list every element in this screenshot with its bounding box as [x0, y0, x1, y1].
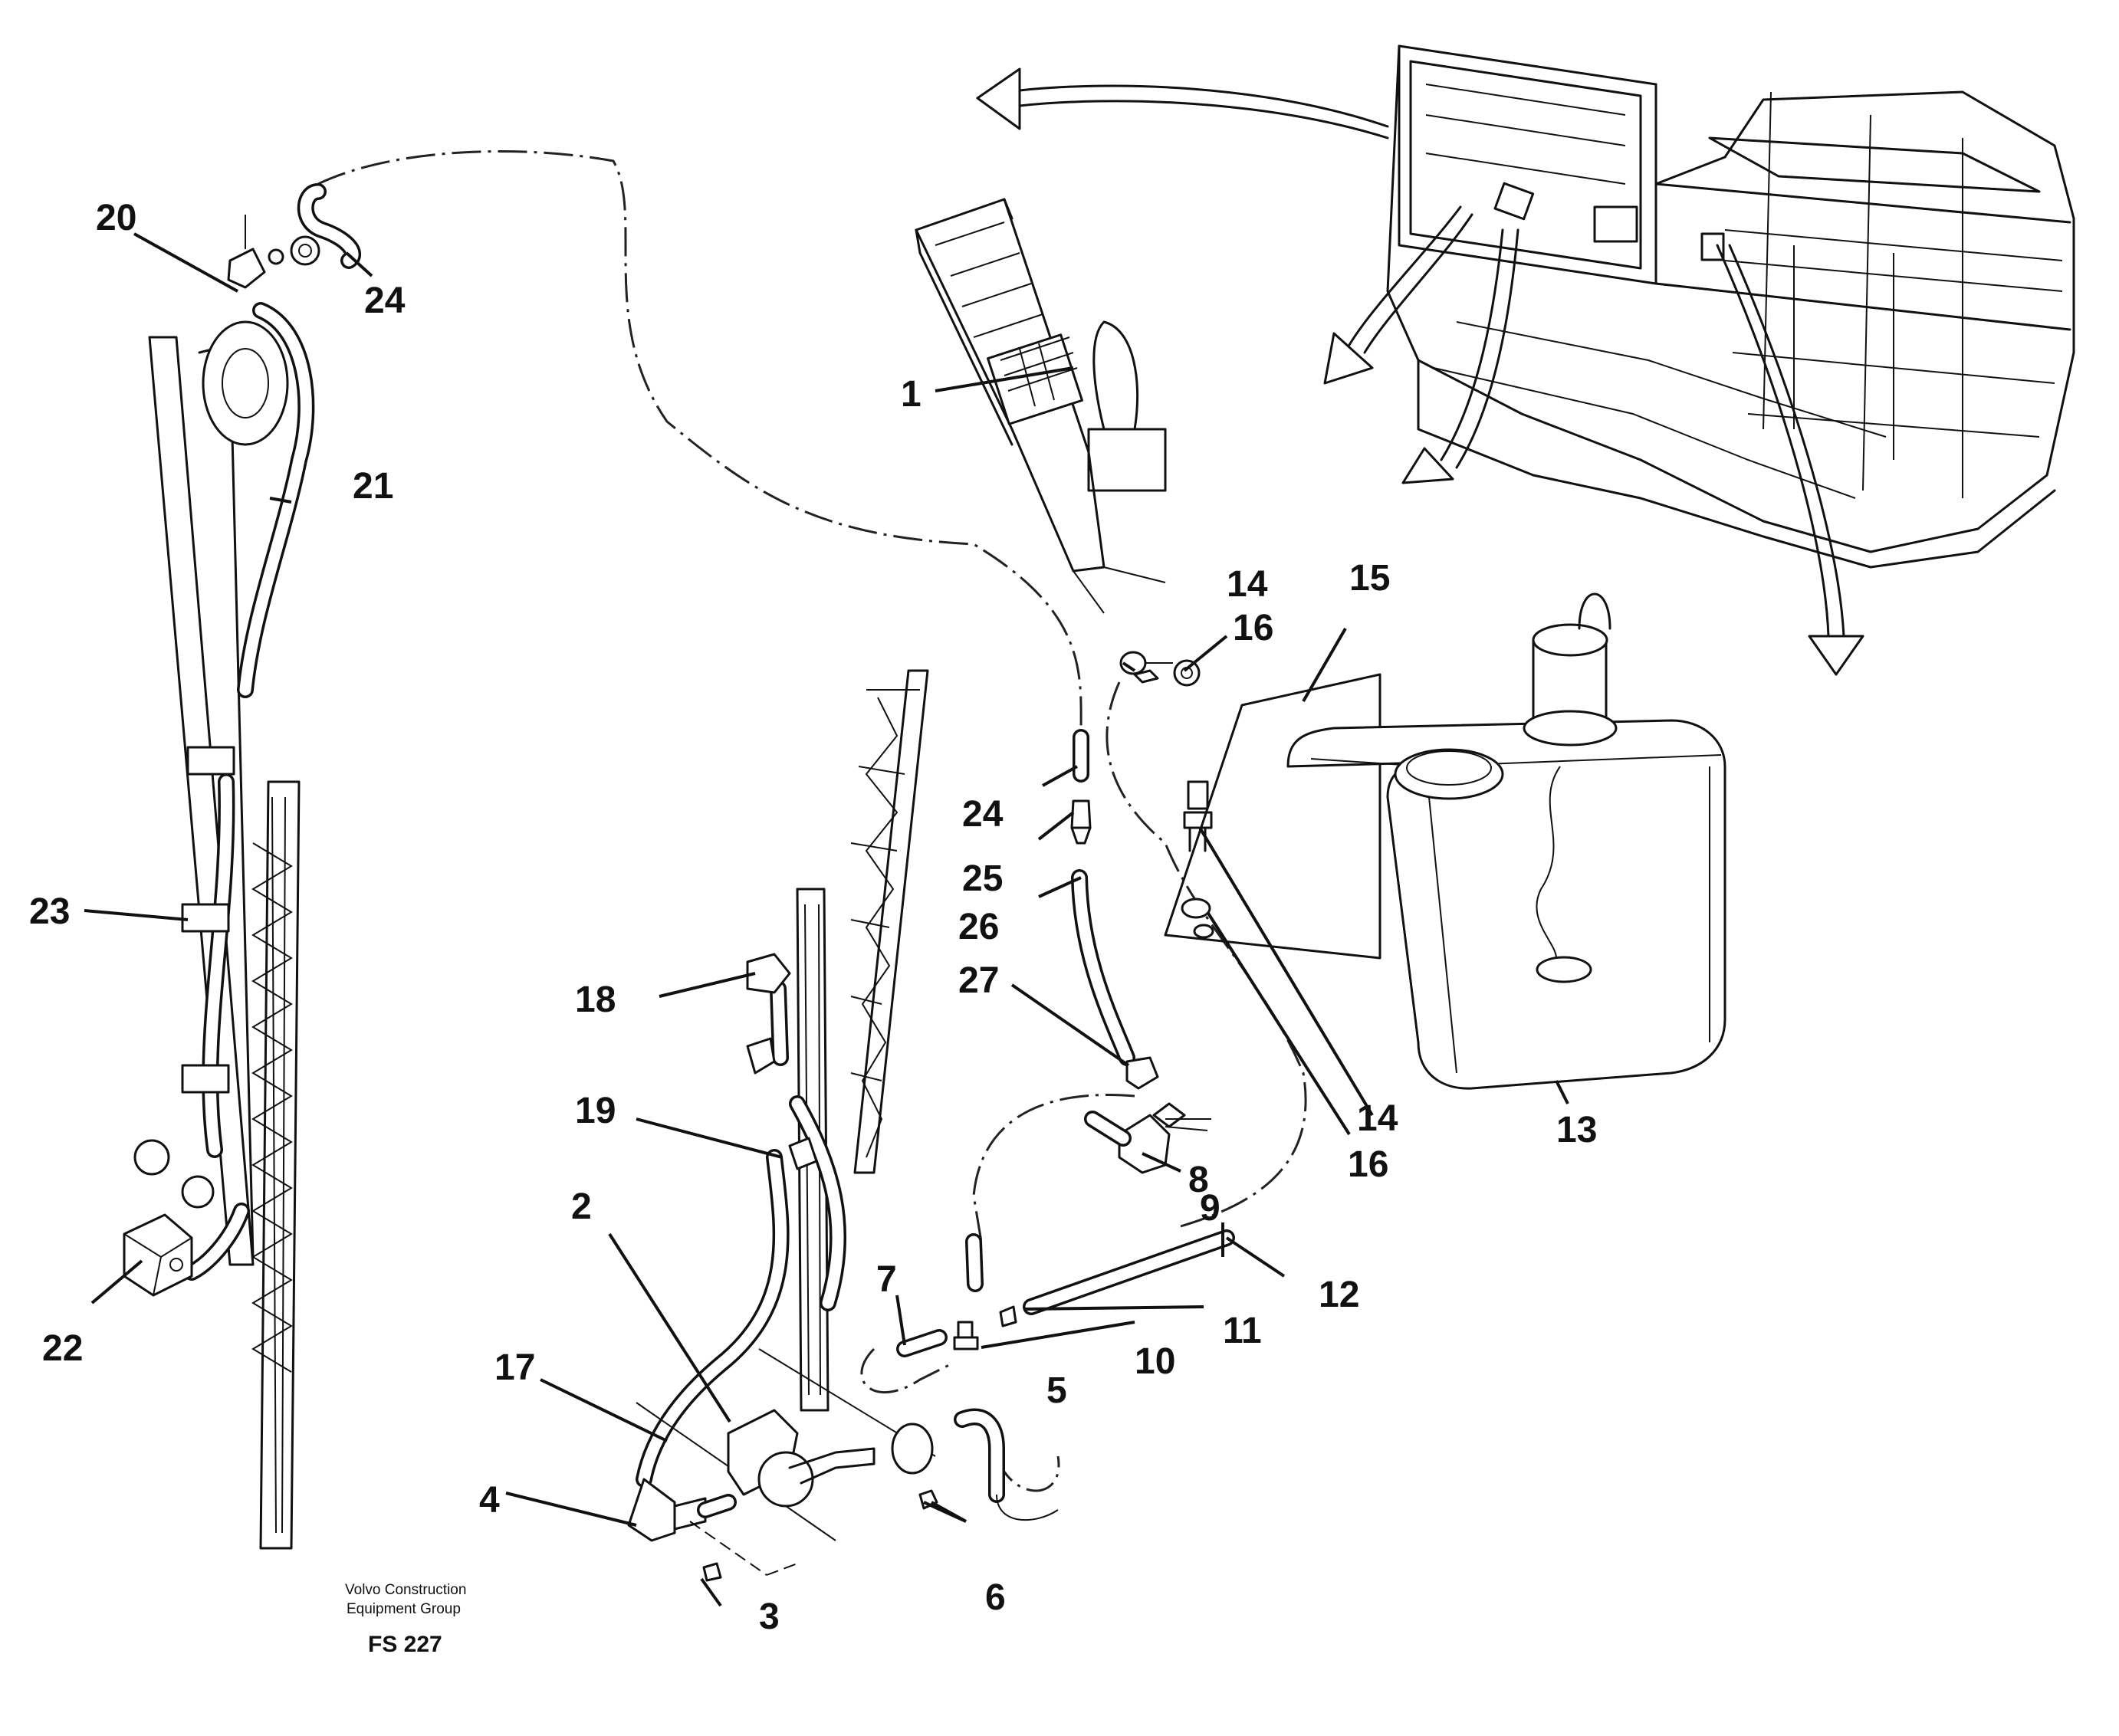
- manufacturer-caption: Volvo Construction Equipment Group FS 22…: [345, 1582, 466, 1657]
- callout-7: 7: [876, 1259, 897, 1300]
- callout-15: 15: [1349, 558, 1390, 599]
- callout-16-bottom: 16: [1348, 1144, 1388, 1185]
- callout-14-top: 14: [1227, 564, 1268, 605]
- routing-lines: [317, 150, 1307, 1492]
- callout-27: 27: [958, 960, 999, 1001]
- callout-21: 21: [353, 466, 393, 507]
- callout-13: 13: [1556, 1110, 1597, 1150]
- callout-23: 23: [29, 891, 70, 932]
- left-wiper-assembly: [123, 183, 361, 1550]
- leader-lines: [84, 232, 1569, 1607]
- control-console-illustration: [915, 198, 1167, 614]
- callout-numbers: 1 2 3 4 5 6 7 8 9 10 11 12 13 14 14 15 1…: [29, 198, 1597, 1637]
- callout-24-top: 24: [364, 281, 406, 321]
- caption-line-2: Equipment Group: [347, 1601, 461, 1617]
- washer-hose-network: [896, 729, 1235, 1357]
- callout-22: 22: [42, 1328, 83, 1369]
- callout-9: 9: [1200, 1188, 1220, 1229]
- washer-reservoir-illustration: [1119, 592, 1726, 1090]
- callout-26: 26: [958, 907, 999, 947]
- callout-4: 4: [479, 1480, 500, 1521]
- callout-25: 25: [962, 858, 1003, 899]
- callout-10: 10: [1135, 1341, 1175, 1382]
- callout-20: 20: [96, 198, 136, 238]
- callout-17: 17: [494, 1347, 535, 1388]
- callout-16-top: 16: [1233, 608, 1273, 648]
- callout-14-bottom: 14: [1357, 1098, 1398, 1139]
- callout-8: 8: [1188, 1160, 1209, 1200]
- callout-19: 19: [575, 1091, 616, 1131]
- callout-6: 6: [985, 1577, 1006, 1618]
- caption-line-1: Volvo Construction: [345, 1582, 466, 1598]
- callout-18: 18: [575, 980, 616, 1020]
- callout-3: 3: [759, 1597, 780, 1637]
- callout-1: 1: [901, 374, 922, 415]
- machine-overview-illustration: [976, 44, 2075, 676]
- callout-5: 5: [1046, 1370, 1067, 1411]
- callout-11: 11: [1223, 1311, 1262, 1351]
- callout-24-center: 24: [962, 794, 1004, 835]
- figure-code: FS 227: [368, 1632, 442, 1657]
- callout-2: 2: [571, 1186, 592, 1227]
- callout-12: 12: [1319, 1275, 1359, 1315]
